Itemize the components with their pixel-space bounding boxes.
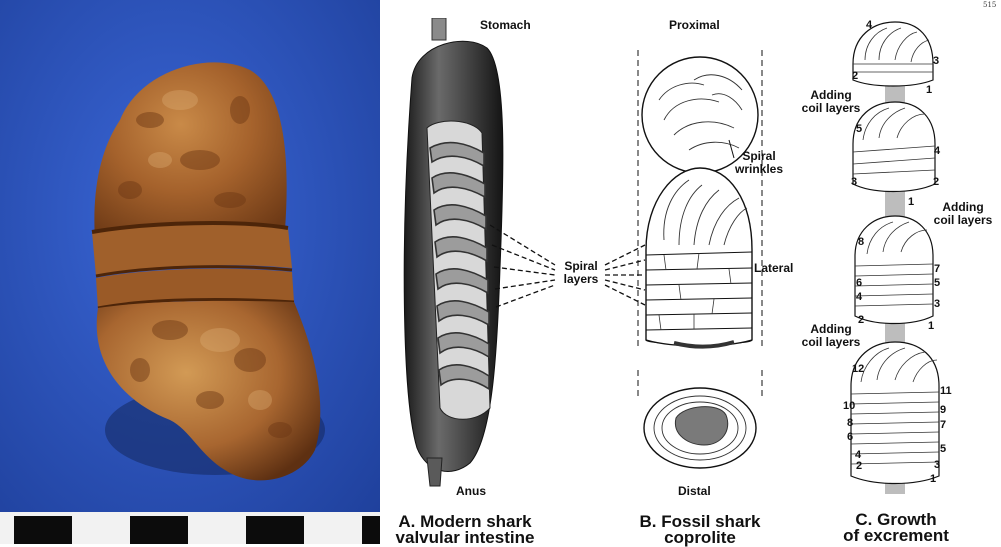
stomach-label: Stomach — [480, 19, 531, 32]
stage2-label-1: 1 — [908, 197, 914, 208]
stage3-label-5: 5 — [934, 278, 940, 289]
stage4-label-8: 8 — [847, 418, 853, 429]
stage2-label-3: 3 — [851, 177, 857, 188]
stage1-label-2: 2 — [852, 71, 858, 82]
stage3-label-3: 3 — [934, 299, 940, 310]
stage2-label-2: 2 — [933, 177, 939, 188]
stage4-label-6: 6 — [847, 432, 853, 443]
proximal-label: Proximal — [669, 19, 720, 32]
growth-stages-drawing — [843, 16, 953, 494]
anus-label: Anus — [456, 485, 486, 498]
spiral-layers-pointers — [480, 215, 650, 335]
page-number: 515 — [983, 1, 996, 9]
stage4-label-2: 2 — [856, 461, 862, 472]
stage1-label-3: 3 — [933, 56, 939, 67]
stage4-label-12: 12 — [852, 364, 864, 375]
stage4-label-5: 5 — [940, 444, 946, 455]
stage2-label-5: 5 — [856, 124, 862, 135]
stage2-label-4: 4 — [934, 146, 940, 157]
adding-coil-layers-2: Adding coil layers — [926, 201, 1000, 227]
stage3-label-7: 7 — [934, 264, 940, 275]
distal-label: Distal — [678, 485, 711, 498]
panel-b-caption: B. Fossil shark coprolite — [625, 514, 775, 546]
stage4-label-1: 1 — [930, 474, 936, 485]
stage3-label-8: 8 — [858, 237, 864, 248]
fossil-coprolite-drawing — [634, 40, 774, 480]
stage3-label-6: 6 — [856, 278, 862, 289]
stage4-label-10: 10 — [843, 401, 855, 412]
panel-c-caption: C. Growth of excrement — [826, 512, 966, 544]
stage4-label-3: 3 — [934, 460, 940, 471]
stage1-label-1: 1 — [926, 85, 932, 96]
adding-coil-layers-3: Adding coil layers — [796, 323, 866, 349]
stage4-label-9: 9 — [940, 405, 946, 416]
stage3-label-1: 1 — [928, 321, 934, 332]
stage3-label-4: 4 — [856, 292, 862, 303]
coprolite-photo — [0, 0, 380, 544]
stage4-label-7: 7 — [940, 420, 946, 431]
adding-coil-layers-1: Adding coil layers — [796, 89, 866, 115]
stage1-label-4: 4 — [866, 20, 872, 31]
stage4-label-11: 11 — [940, 386, 952, 397]
panel-a-caption: A. Modern shark valvular intestine — [385, 514, 545, 546]
